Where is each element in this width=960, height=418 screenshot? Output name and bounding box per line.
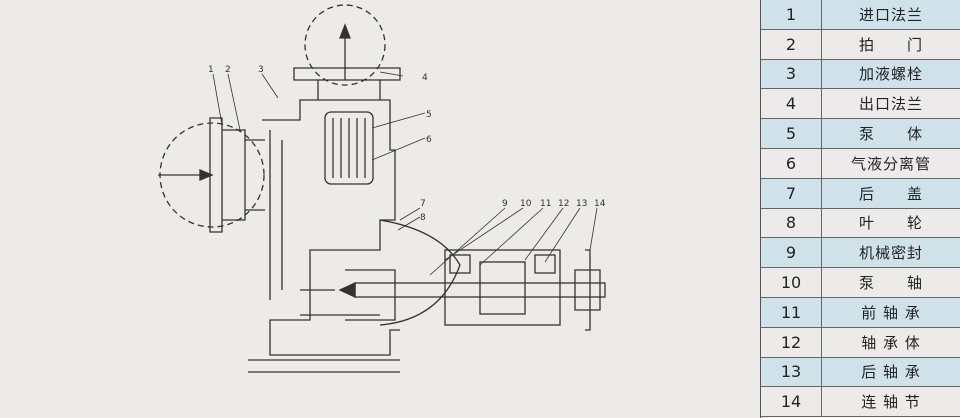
callout-labels: 1 2 3 4 5 6 7 8 9 10 11 12 13 14 — [208, 65, 606, 223]
legend-row: 3 加液螺栓 — [761, 59, 960, 90]
outlet-flange-circle — [304, 4, 386, 86]
base — [248, 359, 400, 373]
legend-row: 9 机械密封 — [761, 238, 960, 269]
legend-row: 14 连 轴 节 — [761, 387, 960, 418]
legend-row: 8 叶 轮 — [761, 208, 960, 239]
callout-6: 6 — [426, 135, 432, 145]
bearing-body — [444, 249, 561, 326]
part-number: 9 — [761, 238, 822, 268]
outlet-arrow-head — [339, 23, 351, 39]
inlet-arrow-head — [199, 169, 214, 181]
rear-bearing — [534, 254, 556, 274]
part-name: 机械密封 — [858, 244, 923, 263]
leader-lines — [212, 71, 598, 276]
callout-3: 3 — [258, 65, 264, 75]
part-number: 5 — [761, 119, 822, 148]
callout-13: 13 — [576, 199, 587, 209]
callout-2: 2 — [225, 65, 231, 75]
legend-row: 13 后 轴 承 — [761, 357, 960, 388]
part-name: 气液分离管 — [850, 154, 931, 173]
coupling — [574, 249, 601, 331]
outlet-flange — [293, 67, 401, 100]
part-number: 12 — [761, 327, 822, 357]
impeller — [345, 269, 396, 321]
legend-row: 10 泵 轴 — [761, 268, 960, 298]
part-name: 后 轴 承 — [861, 363, 921, 382]
part-name: 前 轴 承 — [861, 303, 921, 322]
inlet-pipe — [245, 139, 265, 211]
pump-drawing-svg: 1 2 3 4 5 6 7 8 9 10 11 12 13 14 — [158, 4, 606, 373]
part-number: 11 — [761, 297, 822, 327]
callout-7: 7 — [420, 199, 426, 209]
part-name: 叶 轮 — [858, 214, 923, 233]
legend-row: 5 泵 体 — [761, 119, 960, 149]
legend-row: 11 前 轴 承 — [761, 297, 960, 328]
part-number: 2 — [761, 29, 822, 59]
part-name: 加液螺栓 — [858, 65, 923, 84]
callout-1: 1 — [208, 65, 214, 75]
callout-14: 14 — [594, 199, 606, 209]
legend-row: 6 气液分离管 — [761, 148, 960, 179]
gas-liquid-separator — [324, 111, 374, 185]
inlet-flange — [209, 117, 246, 233]
part-name: 泵 轴 — [858, 274, 923, 293]
legend-row: 4 出口法兰 — [761, 89, 960, 120]
part-number: 4 — [761, 89, 822, 119]
rear-cover — [379, 219, 461, 326]
part-name: 后 盖 — [858, 184, 923, 203]
legend-row: 12 轴 承 体 — [761, 327, 960, 358]
part-name: 泵 体 — [858, 125, 923, 144]
callout-12: 12 — [558, 199, 569, 209]
pump-cross-section-drawing: 1 2 3 4 5 6 7 8 9 10 11 12 13 14 — [158, 4, 606, 373]
callout-9: 9 — [502, 199, 508, 209]
legend-row: 1 进口法兰 — [761, 0, 960, 30]
part-number: 14 — [761, 387, 822, 417]
callout-4: 4 — [422, 73, 428, 83]
part-number: 6 — [761, 148, 822, 178]
part-name: 进口法兰 — [858, 5, 923, 24]
part-name: 连 轴 节 — [861, 393, 921, 412]
part-number: 3 — [761, 59, 822, 89]
part-name: 轴 承 体 — [861, 333, 921, 352]
part-number: 7 — [761, 178, 822, 208]
part-number: 1 — [761, 0, 822, 29]
shaft-tip — [338, 281, 356, 299]
part-number: 8 — [761, 208, 822, 238]
front-bearing — [449, 254, 471, 274]
callout-11: 11 — [540, 199, 551, 209]
callout-8: 8 — [420, 213, 426, 223]
part-name: 出口法兰 — [858, 95, 923, 114]
callout-5: 5 — [426, 110, 432, 120]
part-number: 10 — [761, 268, 822, 297]
part-number: 13 — [761, 357, 822, 387]
callout-10: 10 — [520, 199, 532, 209]
part-name: 拍 门 — [858, 35, 923, 54]
legend-row: 7 后 盖 — [761, 178, 960, 209]
pump-body — [262, 99, 400, 356]
parts-legend-table: 1 进口法兰 2 拍 门 3 加液螺栓 4 出口法兰 5 泵 体 6 气液分离管… — [760, 0, 960, 418]
legend-row: 2 拍 门 — [761, 29, 960, 60]
